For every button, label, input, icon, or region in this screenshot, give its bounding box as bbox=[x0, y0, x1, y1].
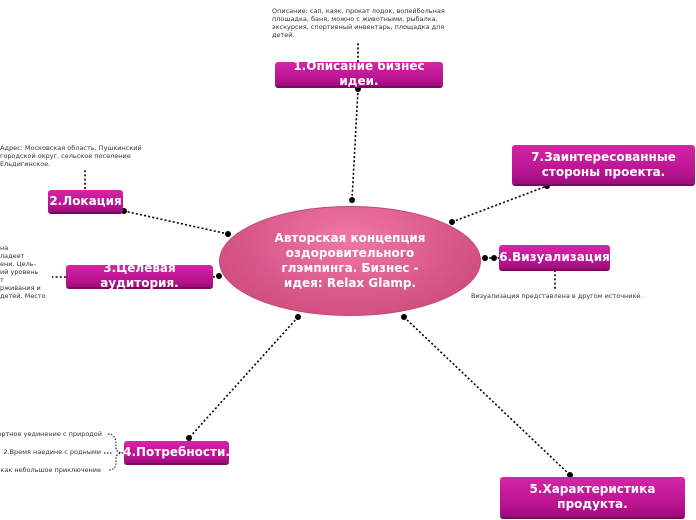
topic-needs-label: 4.Потребности. bbox=[123, 444, 230, 459]
note-visualization: Визуализация представлена в другом источ… bbox=[471, 292, 643, 300]
need-item-2[interactable]: 2.Время наедине с родными bbox=[3, 448, 101, 456]
dot-3a bbox=[216, 273, 222, 279]
note-location: Адрес: Московская область, Пушкинский го… bbox=[0, 144, 142, 168]
topic-stakeholders-label: 7.Заинтересованные стороны проекта. bbox=[531, 149, 676, 179]
topic-visualization-label: 6.Визуализация bbox=[499, 249, 610, 264]
dot-7a bbox=[449, 219, 455, 225]
dot-6b bbox=[491, 255, 497, 261]
connector-4 bbox=[188, 316, 299, 439]
central-topic[interactable]: Авторская концепция оздоровительного глэ… bbox=[219, 206, 481, 316]
topic-product-characteristics[interactable]: 5.Характеристика продукта. bbox=[500, 477, 685, 517]
dot-5b bbox=[567, 472, 573, 478]
note-business-idea: Описание: сап, каяк, прокат лодок, волей… bbox=[272, 7, 445, 39]
connector-2 bbox=[123, 210, 229, 235]
topic-location[interactable]: 2.Локация bbox=[48, 190, 123, 212]
need-item-1[interactable]: ортное уединение с природой bbox=[0, 430, 102, 438]
topic-business-idea[interactable]: 1.Описание бизнес идеи. bbox=[275, 59, 443, 88]
needs-brace bbox=[107, 433, 125, 471]
topic-stakeholders[interactable]: 7.Заинтересованные стороны проекта. bbox=[512, 145, 695, 184]
dot-1a bbox=[349, 197, 355, 203]
dot-2a bbox=[225, 231, 231, 237]
dot-6a bbox=[482, 255, 488, 261]
connector-7 bbox=[451, 185, 548, 223]
topic-needs[interactable]: 4.Потребности. bbox=[123, 441, 230, 463]
topic-product-characteristics-label: 5.Характеристика продукта. bbox=[529, 482, 656, 511]
dot-7b bbox=[544, 183, 550, 189]
note-target-audience: на ладеет ени. Цель- ий уровень т рживан… bbox=[0, 244, 46, 300]
need-item-3[interactable]: как небольшое приключение bbox=[0, 466, 101, 474]
connector-5 bbox=[403, 316, 571, 476]
dot-4b bbox=[186, 435, 192, 441]
dot-1b bbox=[355, 86, 361, 92]
topic-target-audience[interactable]: 3.Целевая аудитория. bbox=[66, 261, 213, 290]
central-topic-label: Авторская концепция оздоровительного глэ… bbox=[274, 231, 426, 290]
topic-location-label: 2.Локация bbox=[49, 193, 122, 208]
topic-visualization[interactable]: 6.Визуализация bbox=[499, 245, 610, 269]
dot-5a bbox=[401, 314, 407, 320]
topic-target-audience-label: 3.Целевая аудитория. bbox=[100, 261, 179, 290]
connector-1 bbox=[351, 88, 359, 201]
topic-business-idea-label: 1.Описание бизнес идеи. bbox=[293, 59, 425, 88]
dot-4a bbox=[295, 314, 301, 320]
